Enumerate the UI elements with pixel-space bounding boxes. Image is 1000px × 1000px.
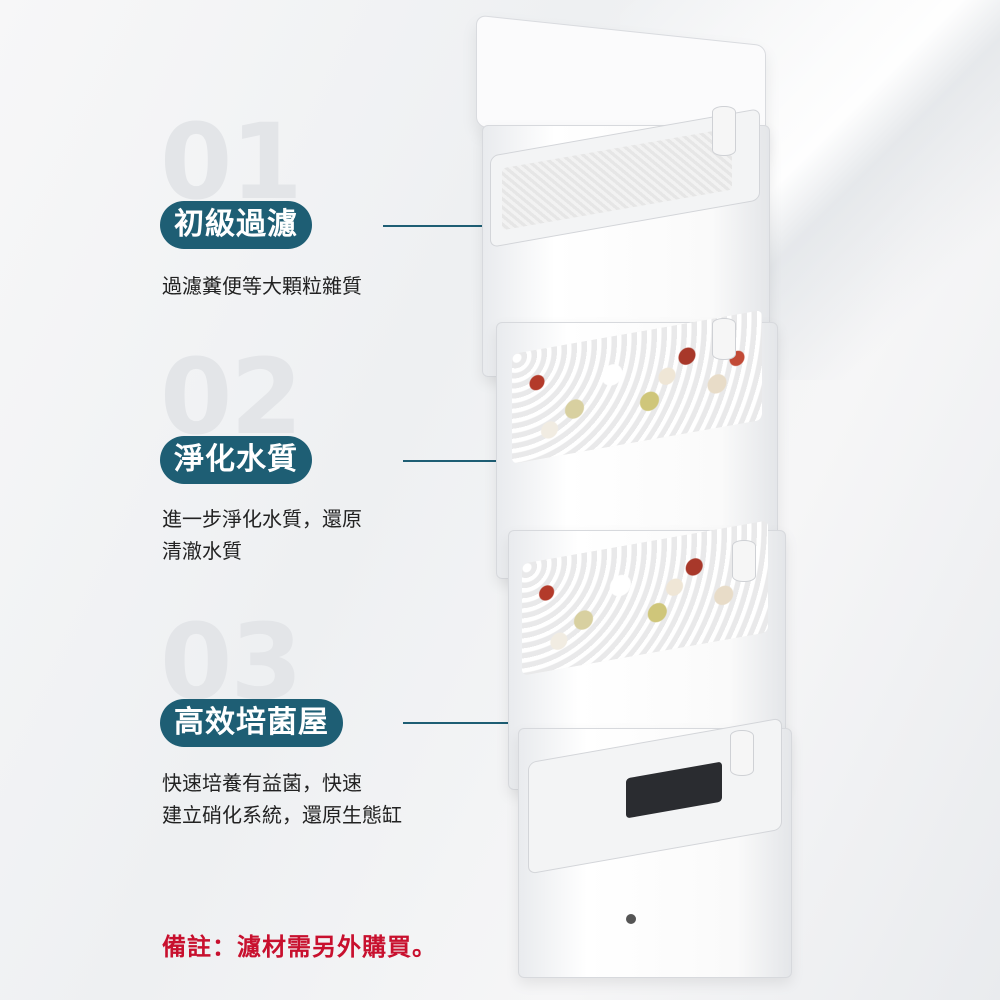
description-line: 進一步淨化水質，還原 [162,507,362,531]
pipe-3 [732,540,756,582]
pipe-1 [712,106,736,156]
connector-line-03 [403,722,516,724]
section-title-pill-02: 淨化水質 [160,436,312,484]
section-title-pill-01: 初級過濾 [160,201,312,249]
section-description-01: 過濾糞便等大顆粒雜質 [162,270,362,302]
description-line: 過濾糞便等大顆粒雜質 [162,274,362,298]
section-number-01: 01 [160,101,303,223]
section-number-02: 02 [160,336,303,458]
pipe-2 [712,318,736,360]
description-line: 清澈水質 [162,539,242,563]
description-line: 建立硝化系統，還原生態缸 [162,803,402,827]
pipe-base [730,730,754,776]
section-description-03: 快速培養有益菌，快速 建立硝化系統，還原生態缸 [162,767,402,831]
note-text: 備註：濾材需另外購買。 [162,933,437,961]
outlet-port [626,914,636,924]
description-line: 快速培養有益菌，快速 [162,771,362,795]
section-number-03: 03 [160,601,303,723]
section-title-pill-03: 高效培菌屋 [160,699,343,747]
section-description-02: 進一步淨化水質，還原 清澈水質 [162,503,362,567]
connector-line-01 [383,225,498,227]
connector-line-02 [403,460,516,462]
